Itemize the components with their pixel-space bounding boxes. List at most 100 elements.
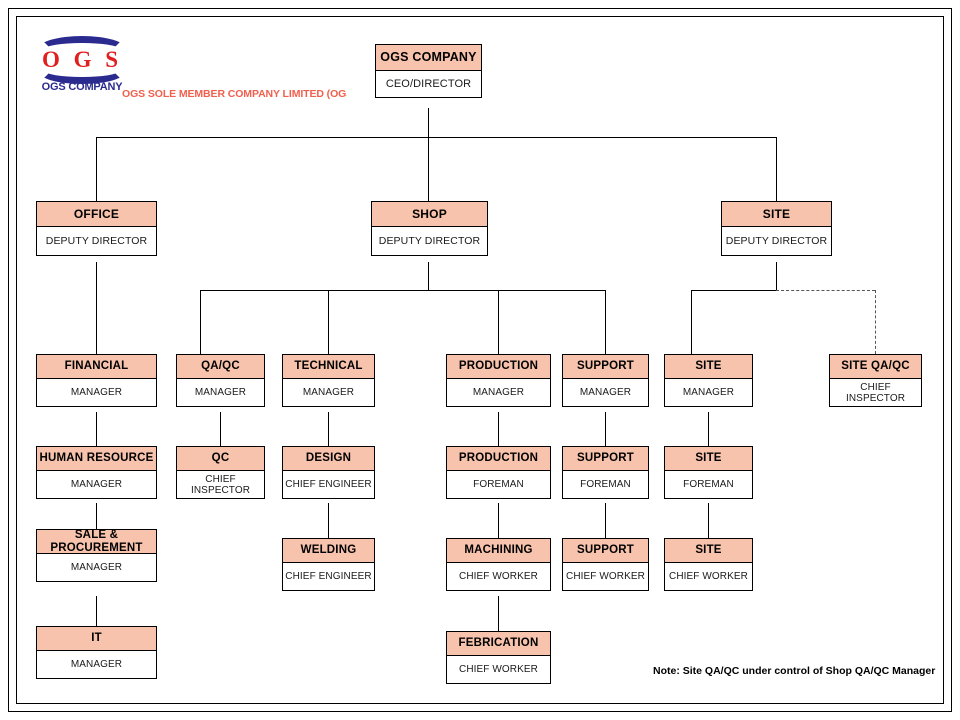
node-title: PRODUCTION xyxy=(447,355,550,379)
node-qaqc[interactable]: QA/QC MANAGER xyxy=(176,354,265,407)
connector-office-to-financial xyxy=(96,262,98,354)
node-role: CEO/DIRECTOR xyxy=(385,78,472,90)
connector-dashed-site-qaqc-bar xyxy=(776,290,875,291)
node-title-line1: SALE & xyxy=(74,529,119,542)
node-title: OGS COMPANY xyxy=(376,45,481,71)
node-site-worker[interactable]: SITE CHIEF WORKER xyxy=(664,538,753,591)
node-role: MANAGER xyxy=(194,387,247,398)
connector-shop-stem xyxy=(428,262,430,291)
node-title: SITE xyxy=(665,447,752,471)
node-site-department[interactable]: SITE DEPUTY DIRECTOR xyxy=(721,201,832,256)
node-title: FINANCIAL xyxy=(37,355,156,379)
node-title: FEBRICATION xyxy=(447,632,550,656)
node-technical[interactable]: TECHNICAL MANAGER xyxy=(282,354,375,407)
node-role: CHIEF WORKER xyxy=(566,571,645,582)
node-title: QC xyxy=(177,447,264,471)
node-site-foreman[interactable]: SITE FOREMAN xyxy=(664,446,753,499)
node-human-resource[interactable]: HUMAN RESOURCE MANAGER xyxy=(36,446,157,499)
connector-design-to-welding xyxy=(328,503,330,538)
node-title: MACHINING xyxy=(447,539,550,563)
node-role: MANAGER xyxy=(70,562,123,573)
connector-shop-to-support xyxy=(605,290,607,354)
node-title: SITE xyxy=(665,355,752,379)
connector-site-to-site-manager xyxy=(691,290,693,354)
node-production-foreman[interactable]: PRODUCTION FOREMAN xyxy=(446,446,551,499)
connector-site-bar xyxy=(691,290,777,292)
node-ogs-company[interactable]: OGS COMPANY CEO/DIRECTOR xyxy=(375,44,482,98)
connector-site-mgr-to-foreman xyxy=(708,412,710,447)
node-role: CHIEF WORKER xyxy=(669,571,748,582)
connector-shop-to-production xyxy=(498,290,500,354)
node-title: SHOP xyxy=(372,202,487,227)
node-design[interactable]: DESIGN CHIEF ENGINEER xyxy=(282,446,375,499)
node-role: FOREMAN xyxy=(473,479,524,490)
node-role: MANAGER xyxy=(682,387,735,398)
node-shop[interactable]: SHOP DEPUTY DIRECTOR xyxy=(371,201,488,256)
connector-financial-to-hr xyxy=(96,412,98,447)
node-title: IT xyxy=(37,627,156,651)
node-title: DESIGN xyxy=(283,447,374,471)
connector-production-foreman-to-machining xyxy=(498,503,500,538)
node-welding[interactable]: WELDING CHIEF ENGINEER xyxy=(282,538,375,591)
node-febrication[interactable]: FEBRICATION CHIEF WORKER xyxy=(446,631,551,684)
connector-hr-to-sale xyxy=(96,503,98,529)
node-role: CHIEF WORKER xyxy=(459,664,538,675)
node-title: SITE QA/QC xyxy=(830,355,921,379)
node-financial[interactable]: FINANCIAL MANAGER xyxy=(36,354,157,407)
inner-border xyxy=(16,16,944,704)
node-machining[interactable]: MACHINING CHIEF WORKER xyxy=(446,538,551,591)
node-title: SUPPORT xyxy=(563,539,648,563)
logo-wordmark: O G S xyxy=(41,47,123,72)
node-support-manager[interactable]: SUPPORT MANAGER xyxy=(562,354,649,407)
node-role: FOREMAN xyxy=(683,479,734,490)
logo-subtitle: OGS COMPANY xyxy=(41,81,123,93)
node-support-worker[interactable]: SUPPORT CHIEF WORKER xyxy=(562,538,649,591)
node-title: OFFICE xyxy=(37,202,156,227)
connector-root-stem xyxy=(428,108,430,138)
connector-technical-to-design xyxy=(328,412,330,447)
node-title: WELDING xyxy=(283,539,374,563)
node-support-foreman[interactable]: SUPPORT FOREMAN xyxy=(562,446,649,499)
connector-qaqc-to-qc xyxy=(220,412,222,447)
node-title: SITE xyxy=(722,202,831,227)
company-full-name: OGS SOLE MEMBER COMPANY LIMITED (OGS COM… xyxy=(122,88,347,100)
ogs-logo: O G S OGS COMPANY xyxy=(34,36,130,98)
connector-shop-to-technical xyxy=(328,290,330,354)
connector-support-mgr-to-foreman xyxy=(605,412,607,447)
connector-shop-drop xyxy=(428,137,430,201)
node-office[interactable]: OFFICE DEPUTY DIRECTOR xyxy=(36,201,157,256)
node-role: MANAGER xyxy=(70,387,123,398)
logo-arc-top-icon xyxy=(38,36,126,62)
node-role: MANAGER xyxy=(302,387,355,398)
node-role: DEPUTY DIRECTOR xyxy=(725,235,828,247)
connector-site-stem xyxy=(776,262,778,291)
node-title: HUMAN RESOURCE xyxy=(37,447,156,471)
node-title: SALE & PROCUREMENT xyxy=(37,529,156,554)
node-role: CHIEF INSPECTOR xyxy=(190,473,251,496)
node-role: MANAGER xyxy=(70,479,123,490)
node-production-manager[interactable]: PRODUCTION MANAGER xyxy=(446,354,551,407)
node-qc[interactable]: QC CHIEF INSPECTOR xyxy=(176,446,265,499)
connector-tier1-bar xyxy=(96,137,777,139)
node-title: SUPPORT xyxy=(563,355,648,379)
node-title: TECHNICAL xyxy=(283,355,374,379)
connector-production-mgr-to-foreman xyxy=(498,412,500,447)
node-site-manager[interactable]: SITE MANAGER xyxy=(664,354,753,407)
connector-shop-to-qaqc xyxy=(200,290,202,354)
node-it[interactable]: IT MANAGER xyxy=(36,626,157,679)
connector-office-drop xyxy=(96,137,98,201)
node-role: MANAGER xyxy=(70,659,123,670)
node-role: DEPUTY DIRECTOR xyxy=(45,235,148,247)
node-sale-procurement[interactable]: SALE & PROCUREMENT MANAGER xyxy=(36,529,157,582)
node-title: SITE xyxy=(665,539,752,563)
chart-note: Note: Site QA/QC under control of Shop Q… xyxy=(653,665,936,677)
node-role: CHIEF WORKER xyxy=(459,571,538,582)
node-title: SUPPORT xyxy=(563,447,648,471)
connector-site-drop xyxy=(776,137,778,201)
node-site-qaqc[interactable]: SITE QA/QC CHIEF INSPECTOR xyxy=(829,354,922,407)
node-role: FOREMAN xyxy=(580,479,631,490)
node-role: DEPUTY DIRECTOR xyxy=(378,235,481,247)
connector-machining-to-febrication xyxy=(498,596,500,631)
node-title: PRODUCTION xyxy=(447,447,550,471)
